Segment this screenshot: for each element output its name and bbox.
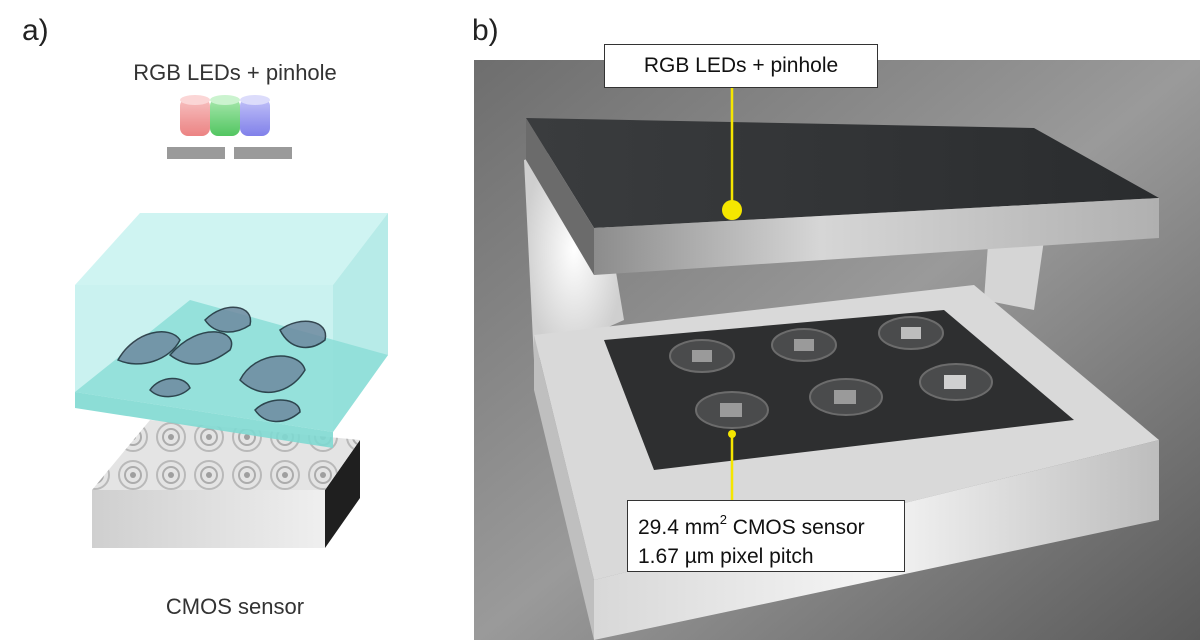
leds-pinhole-label: RGB LEDs + pinhole (133, 60, 337, 85)
callout-connectors (722, 86, 742, 500)
pinhole-plates (167, 147, 292, 159)
sensor-callout: 29.4 mm2 CMOS sensor 1.67 µm pixel pitch (627, 500, 905, 572)
sample-chamber (75, 213, 388, 448)
sensor-size-line: 29.4 mm2 CMOS sensor (638, 507, 894, 542)
bottom-marker-dot (728, 430, 736, 438)
green-led-icon (210, 95, 240, 136)
cells (116, 306, 327, 423)
sensor-size-prefix: 29.4 mm (638, 516, 720, 539)
led-lid (526, 118, 1159, 275)
sensor-well-6 (919, 363, 993, 401)
sensor-well-1 (669, 339, 735, 373)
blue-led-icon (240, 95, 270, 136)
sensor-well-4 (695, 391, 769, 429)
sensor-well-5 (809, 378, 883, 416)
red-led-icon (180, 95, 210, 136)
panel-b-letter: b) (472, 14, 499, 47)
sensor-wells (669, 316, 993, 429)
pixel-pitch-line: 1.67 µm pixel pitch (638, 545, 814, 568)
sensor-size-exponent: 2 (719, 512, 727, 527)
sensor-well-3 (878, 316, 944, 350)
sensor-size-suffix: CMOS sensor (726, 516, 865, 539)
sensor-well-2 (771, 328, 837, 362)
cmos-sensor-label: CMOS sensor (165, 594, 305, 619)
rgb-leds (180, 95, 270, 136)
top-marker-dot (722, 200, 742, 220)
panel-a-schematic (75, 95, 388, 548)
panel-a-letter: a) (22, 14, 49, 47)
led-callout-text: RGB LEDs + pinhole (643, 54, 839, 77)
led-callout: RGB LEDs + pinhole (604, 44, 878, 88)
